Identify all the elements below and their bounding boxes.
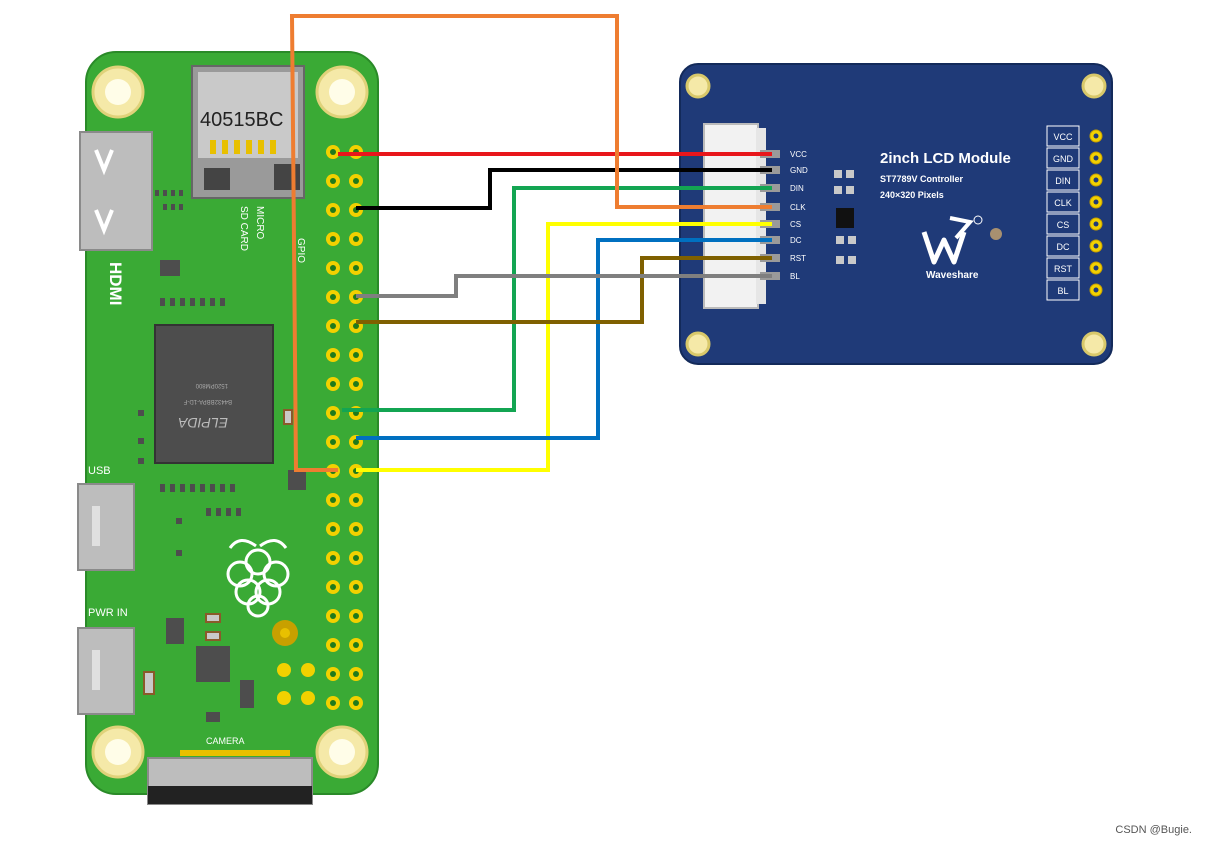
- usb-label: USB: [88, 465, 111, 477]
- header-label-cs: CS: [1057, 220, 1070, 230]
- connector-pin-labels: VCC GND DIN CLK CS DC RST BL: [790, 150, 808, 281]
- connector-label-bl: BL: [790, 272, 800, 281]
- mounting-holes: [91, 65, 369, 779]
- wire-clk: [289, 14, 772, 472]
- lcd-brand: Waveshare: [926, 270, 979, 281]
- gpio-header: [326, 145, 363, 710]
- micro-sd-slot: 40515BC: [191, 65, 305, 199]
- resistors: [143, 409, 293, 695]
- connector-label-cs: CS: [790, 220, 801, 229]
- ram-chip: ELPIDA B4432BBPA-1D-F 1520PM800: [154, 324, 274, 464]
- header-label-vcc: VCC: [1053, 132, 1073, 142]
- lcd-pcb: [679, 63, 1113, 365]
- connector-label-dc: DC: [790, 236, 802, 245]
- wire-rst: [356, 256, 772, 324]
- header-label-bl: BL: [1057, 286, 1068, 296]
- wire-dc: [356, 238, 772, 440]
- ram-brand: ELPIDA: [178, 415, 228, 431]
- chip-marking: 40515BC: [200, 109, 283, 131]
- header-label-clk: CLK: [1054, 198, 1072, 208]
- lcd-mounting-holes: [685, 73, 1107, 357]
- header-label-rst: RST: [1054, 264, 1073, 274]
- header-label-box: [1046, 257, 1080, 279]
- lcd-resolution: 240×320 Pixels: [880, 190, 944, 200]
- raspberry-pi-zero-board: 40515BC MICRO SD CARD GPIO HDMI ELPIDA B…: [77, 51, 379, 805]
- waveshare-logo-icon: [921, 215, 1002, 265]
- watermark: CSDN @Bugie.: [1115, 824, 1192, 836]
- connector-label-gnd: GND: [790, 166, 808, 175]
- connector-label-din: DIN: [790, 184, 804, 193]
- pwr-in-port: [77, 627, 135, 715]
- header-pin-labels: VCC GND DIN CLK CS DC RST BL: [1046, 125, 1103, 301]
- lcd-controller: ST7789V Controller: [880, 174, 964, 184]
- sd-label-card: SD CARD: [238, 206, 249, 251]
- header-label-box: [1046, 191, 1080, 213]
- camera-connector: [147, 750, 313, 805]
- connector-label-vcc: VCC: [790, 150, 807, 159]
- header-label-box: [1046, 279, 1080, 301]
- smd-components: [138, 190, 306, 722]
- lcd-title: 2inch LCD Module: [880, 150, 1011, 167]
- header-label-din: DIN: [1055, 176, 1071, 186]
- lcd-module: VCC GND DIN CLK CS DC RST BL 2inch LCD Module S…: [679, 63, 1113, 365]
- header-label-box: [1046, 125, 1080, 147]
- camera-label: CAMERA: [206, 736, 245, 746]
- header-label-box: [1046, 147, 1080, 169]
- wire-cs: [356, 222, 772, 472]
- connector-label-rst: RST: [790, 254, 806, 263]
- pwr-in-label: PWR IN: [88, 607, 128, 619]
- wire-bl: [356, 274, 772, 298]
- raspberry-logo: [226, 539, 290, 618]
- wires: [289, 14, 772, 472]
- hdmi-label: HDMI: [106, 262, 125, 305]
- sd-label-micro: MICRO: [254, 206, 265, 240]
- lcd-smd: [834, 170, 856, 264]
- header-label-dc: DC: [1057, 242, 1070, 252]
- ram-code: 1520PM800: [195, 382, 228, 388]
- usb-port: [77, 483, 135, 571]
- wire-gnd: [356, 168, 772, 210]
- wire-din: [342, 186, 772, 412]
- ram-part: B4432BBPA-1D-F: [183, 398, 232, 404]
- extra-pads: [277, 663, 315, 705]
- hdmi-port: [79, 131, 153, 251]
- header-label-box: [1046, 213, 1080, 235]
- header-label-gnd: GND: [1053, 154, 1074, 164]
- gpio-label: GPIO: [295, 238, 306, 263]
- header-label-box: [1046, 235, 1080, 257]
- connector-label-clk: CLK: [790, 203, 806, 212]
- header-label-box: [1046, 169, 1080, 191]
